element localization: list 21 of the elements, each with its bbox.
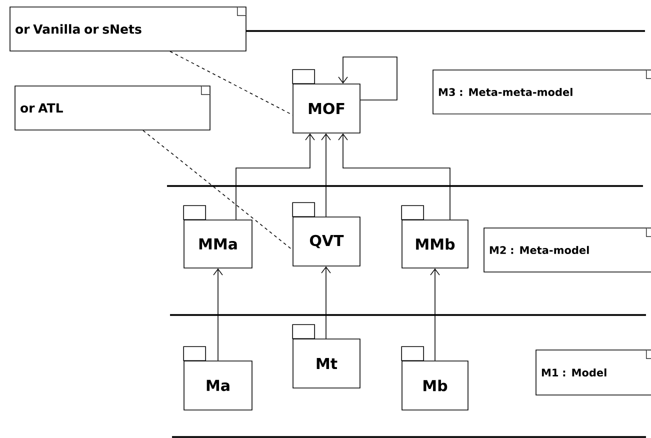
package-box: Mb (401, 346, 468, 410)
note-box: or Vanilla or sNets (10, 6, 247, 52)
arrow (430, 268, 440, 361)
arrow (338, 133, 450, 220)
arrow (213, 268, 223, 361)
package-box: MOF (292, 69, 360, 134)
package-box: QVT (292, 202, 360, 266)
leader-line (142, 130, 293, 250)
package-box: Ma (183, 346, 252, 410)
package-box: Mt (292, 324, 360, 388)
arrow (321, 266, 331, 339)
arrow (321, 133, 331, 217)
self-loop-arrow (338, 56, 398, 100)
package-box: MMa (183, 205, 252, 268)
package-box: MMb (401, 205, 468, 268)
note-box: M2 : Meta-model (484, 227, 651, 272)
leader-line (170, 51, 293, 116)
note-box: M3 : Meta-meta-model (432, 69, 651, 114)
note-box: M1 : Model (536, 349, 651, 396)
arrow (236, 133, 315, 220)
note-box: or ATL (14, 85, 211, 130)
